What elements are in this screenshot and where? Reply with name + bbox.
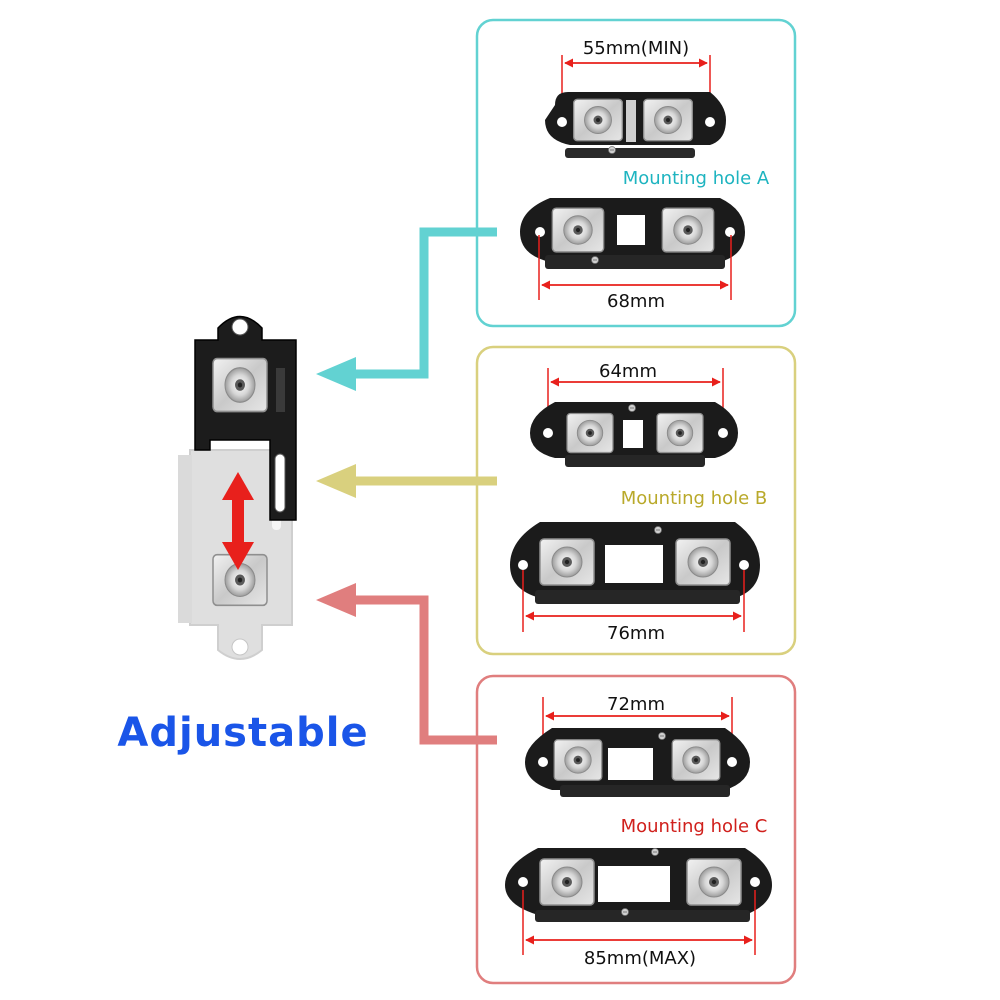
- mounting-hole-label-a: Mounting hole A: [623, 168, 770, 189]
- bracket-a-min: [545, 92, 726, 158]
- panel-c: 72mm Mounting hole C 85mm(MAX): [505, 694, 772, 969]
- bracket-b-wide: [510, 522, 760, 604]
- panel-b: 64mm Mounting hole B 76mm: [510, 361, 767, 644]
- dimension-label-a-top: 55mm(MIN): [583, 38, 689, 59]
- adjust-double-arrow: [222, 472, 254, 570]
- adjustable-bracket: [178, 315, 297, 660]
- dimension-label-c-bottom: 85mm(MAX): [584, 948, 696, 969]
- bracket-a-wide: [520, 198, 745, 269]
- mounting-hole-label-b: Mounting hole B: [621, 488, 768, 509]
- mounting-hole-label-c: Mounting hole C: [621, 816, 768, 837]
- bracket-top-magnet: [212, 357, 268, 413]
- dimension-label-b-bottom: 76mm: [607, 623, 665, 644]
- bracket-b-mid: [530, 402, 738, 467]
- panel-frame-a: [475, 18, 797, 328]
- connector-arrow-c: [316, 583, 497, 745]
- bracket-c-wide: [505, 848, 772, 922]
- dimension-label-b-top: 64mm: [599, 361, 657, 382]
- adjustable-title: Adjustable: [117, 710, 368, 756]
- bracket-c-mid: [525, 728, 750, 797]
- panel-frame-b: [475, 345, 797, 656]
- dimension-label-c-top: 72mm: [607, 694, 665, 715]
- panel-frame-c: [475, 674, 797, 985]
- dimension-label-a-bottom: 68mm: [607, 291, 665, 312]
- panel-a: 55mm(MIN) Mounting hole A 68mm: [520, 38, 770, 312]
- connector-arrow-b: [316, 464, 497, 498]
- connector-arrow-a: [316, 227, 497, 391]
